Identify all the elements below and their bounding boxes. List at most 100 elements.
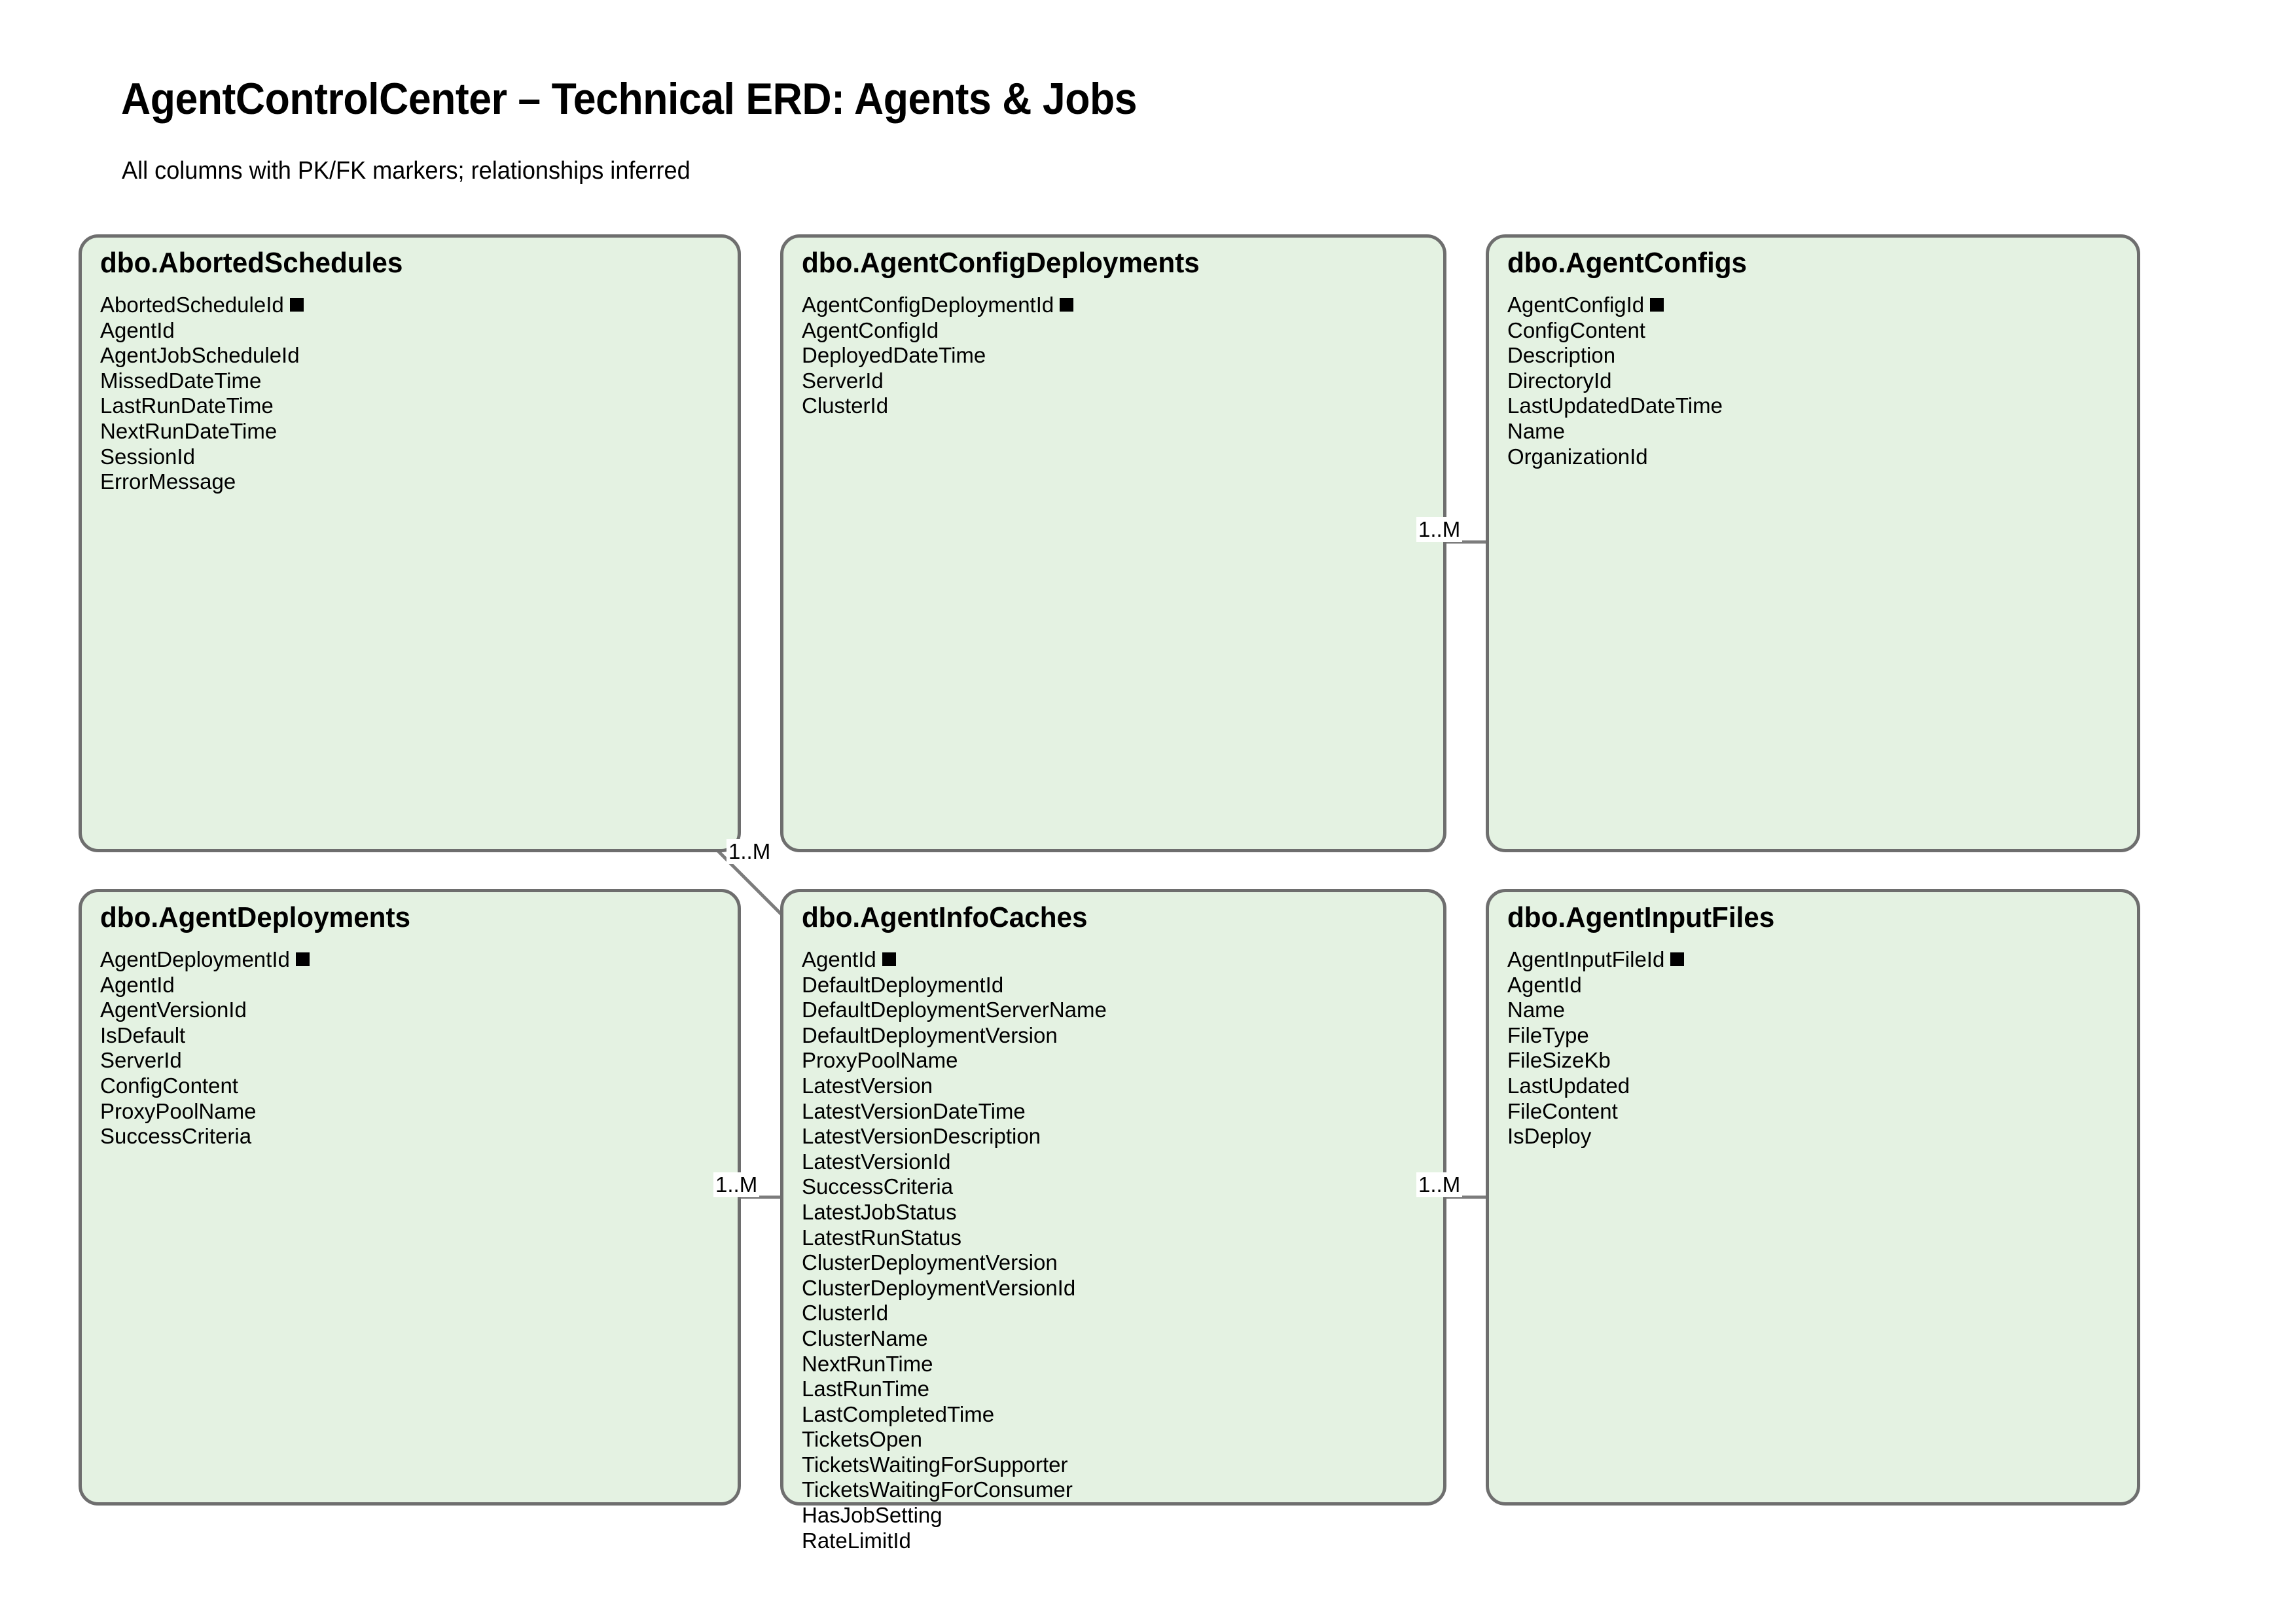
column-name: HasJobSetting xyxy=(802,1503,942,1528)
entity-column: LatestVersionId xyxy=(802,1149,1587,1175)
page-subtitle: All columns with PK/FK markers; relation… xyxy=(122,157,691,185)
entity-column: AgentConfigId xyxy=(802,318,1587,344)
column-name: Name xyxy=(1507,418,1566,443)
column-name: LatestVersion xyxy=(802,1073,933,1098)
entity-column: DefaultDeploymentServerName xyxy=(802,998,1587,1023)
entity-column: ConfigContent xyxy=(100,1074,886,1099)
entity-column: NextRunTime xyxy=(802,1352,1587,1377)
entity-title: dbo.AgentInputFiles xyxy=(1507,901,1775,933)
entity-column: AgentId xyxy=(1507,973,2293,998)
column-name: SessionId xyxy=(100,444,195,469)
entity-column: Description xyxy=(1507,343,2293,369)
entity-column: Name xyxy=(1507,419,2293,444)
column-name: LastRunDateTime xyxy=(100,393,274,418)
entity-column: NextRunDateTime xyxy=(100,419,886,444)
column-name: ClusterId xyxy=(802,393,889,418)
entity-column: ConfigContent xyxy=(1507,318,2293,344)
primary-key-marker-icon xyxy=(289,298,304,312)
entity-column: OrganizationId xyxy=(1507,444,2293,470)
column-name: RateLimitId xyxy=(802,1528,911,1553)
entity-column: AgentId xyxy=(100,973,886,998)
column-name: ClusterDeploymentVersion xyxy=(802,1250,1058,1275)
entity-column: DefaultDeploymentVersion xyxy=(802,1023,1587,1049)
column-name: ClusterId xyxy=(802,1301,889,1326)
column-name: NextRunDateTime xyxy=(100,418,278,443)
entity-column: AgentConfigDeploymentId xyxy=(802,293,1587,318)
column-name: Name xyxy=(1507,998,1566,1022)
entity-column: SuccessCriteria xyxy=(802,1174,1587,1200)
entity-column: AgentId xyxy=(100,318,886,344)
entity-column: ProxyPoolName xyxy=(802,1048,1587,1074)
entity-column: IsDeploy xyxy=(1507,1124,2293,1149)
column-name: LatestJobStatus xyxy=(802,1199,957,1224)
cardinality-label: 1..M xyxy=(713,1172,760,1197)
entity-column: LastRunDateTime xyxy=(100,393,886,419)
entity-column: SessionId xyxy=(100,444,886,470)
column-name: ConfigContent xyxy=(100,1073,238,1098)
column-name: ServerId xyxy=(100,1048,182,1073)
entity-column: AgentInputFileId xyxy=(1507,947,2293,973)
entity-column: AgentJobScheduleId xyxy=(100,343,886,369)
column-name: AgentDeploymentId xyxy=(100,947,290,971)
entity-column: LatestVersionDescription xyxy=(802,1124,1587,1149)
entity-column: ProxyPoolName xyxy=(100,1099,886,1125)
entity-title: dbo.AgentDeployments xyxy=(100,901,411,933)
column-name: TicketsWaitingForConsumer xyxy=(802,1477,1073,1502)
entity-title: dbo.AgentInfoCaches xyxy=(802,901,1088,933)
column-name: DefaultDeploymentId xyxy=(802,972,1004,997)
column-name: TicketsOpen xyxy=(802,1427,923,1452)
column-name: AgentConfigDeploymentId xyxy=(802,293,1054,317)
primary-key-marker-icon xyxy=(1670,952,1685,966)
entity-column: LatestVersionDateTime xyxy=(802,1099,1587,1125)
entity-column: TicketsWaitingForConsumer xyxy=(802,1477,1587,1503)
column-name: IsDefault xyxy=(100,1022,186,1047)
entity-column: LatestVersion xyxy=(802,1074,1587,1099)
primary-key-marker-icon xyxy=(1650,298,1664,312)
entity-column: ErrorMessage xyxy=(100,469,886,495)
entity-column: IsDefault xyxy=(100,1023,886,1049)
column-name: DirectoryId xyxy=(1507,368,1612,393)
column-name: LatestVersionId xyxy=(802,1149,951,1174)
column-name: LatestRunStatus xyxy=(802,1225,961,1250)
column-name: AgentInputFileId xyxy=(1507,947,1665,971)
entity-column: TicketsWaitingForSupporter xyxy=(802,1453,1587,1478)
cardinality-label: 1..M xyxy=(1416,517,1463,542)
cardinality-label: 1..M xyxy=(726,839,773,864)
column-name: FileContent xyxy=(1507,1098,1618,1123)
column-name: ErrorMessage xyxy=(100,469,236,494)
column-name: MissedDateTime xyxy=(100,368,262,393)
entity-column: TicketsOpen xyxy=(802,1427,1587,1453)
column-name: Description xyxy=(1507,343,1616,368)
entity-column: LatestRunStatus xyxy=(802,1225,1587,1251)
entity-column: ClusterId xyxy=(802,1301,1587,1326)
entity-title: dbo.AbortedSchedules xyxy=(100,247,403,279)
column-name: FileSizeKb xyxy=(1507,1048,1611,1073)
column-name: AgentId xyxy=(100,317,175,342)
column-name: ProxyPoolName xyxy=(100,1098,257,1123)
column-name: SuccessCriteria xyxy=(802,1174,954,1199)
column-name: LastUpdatedDateTime xyxy=(1507,393,1723,418)
primary-key-marker-icon xyxy=(1060,298,1074,312)
column-name: LatestVersionDescription xyxy=(802,1124,1041,1149)
entity-column: AbortedScheduleId xyxy=(100,293,886,318)
column-name: TicketsWaitingForSupporter xyxy=(802,1452,1068,1477)
entity-column: ServerId xyxy=(100,1048,886,1074)
column-name: ClusterName xyxy=(802,1326,928,1350)
entity-column: ClusterDeploymentVersionId xyxy=(802,1276,1587,1301)
entity-column: LastUpdatedDateTime xyxy=(1507,393,2293,419)
column-name: SuccessCriteria xyxy=(100,1124,252,1149)
column-name: AbortedScheduleId xyxy=(100,293,284,317)
column-name: AgentId xyxy=(1507,972,1582,997)
entity-column: AgentDeploymentId xyxy=(100,947,886,973)
column-name: ServerId xyxy=(802,368,884,393)
